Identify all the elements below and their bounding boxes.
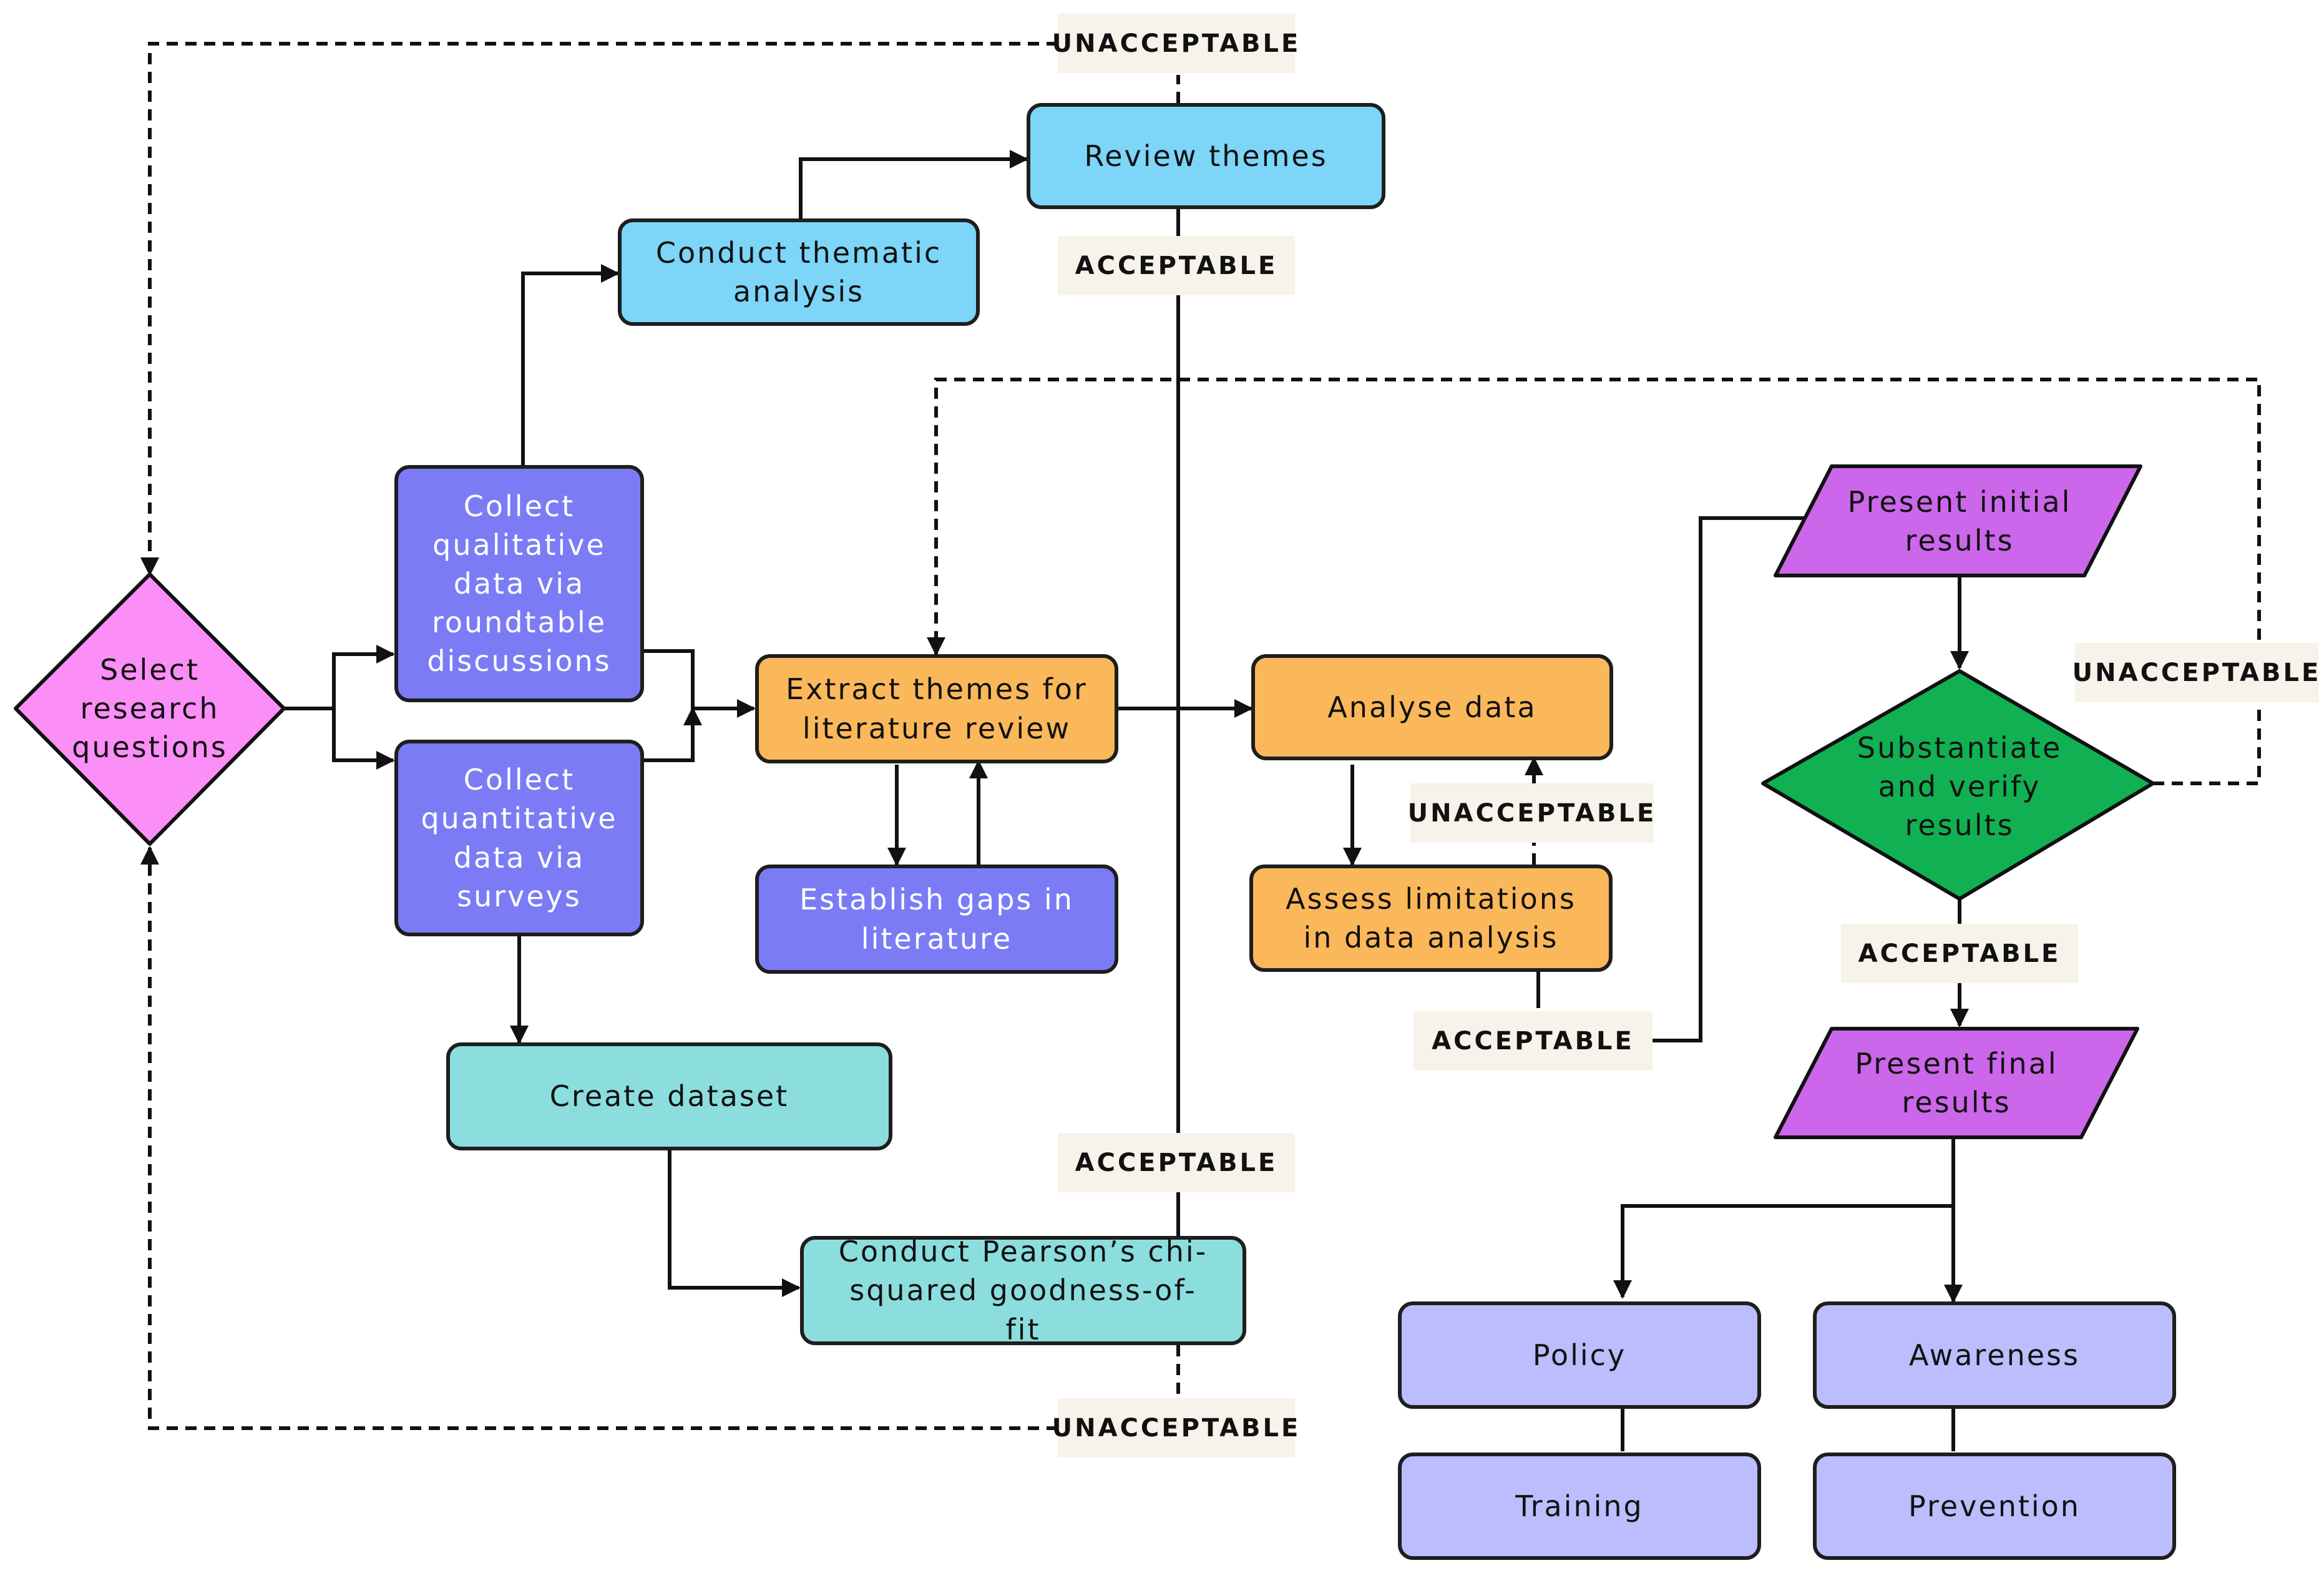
edge-qualitative-to-thematic: [521, 264, 620, 465]
substantiate-diamond: [1761, 669, 2155, 901]
edge-unacceptable-to-extract: [927, 378, 2261, 656]
assess-acceptable-tag: ACCEPTABLE: [1413, 1011, 1653, 1071]
edge-select-to-quantitative: [332, 708, 395, 770]
pearson-chi-squared-box: Conduct Pearson’s chi-squared goodness-o…: [800, 1235, 1246, 1346]
edge-substantiate-unacceptable: [2153, 705, 2261, 785]
select-research-questions-diamond: [14, 572, 286, 846]
review-themes-box: Review themes: [1027, 103, 1385, 209]
bottom-unacceptable-tag: UNACCEPTABLE: [1052, 1398, 1298, 1458]
awareness-box: Awareness: [1813, 1301, 2176, 1409]
present-final-label: Present final results: [1855, 1046, 2058, 1119]
substantiate-label: Substantiate and verify results: [1857, 730, 2063, 843]
review-acceptable-tag: ACCEPTABLE: [1058, 236, 1295, 295]
establish-gaps-box: Establish gaps in literature: [755, 865, 1118, 974]
present-initial-parallelogram: [1774, 464, 2142, 577]
training-box: Training: [1398, 1453, 1761, 1560]
analyse-data-box: Analyse data: [1251, 654, 1613, 760]
edge-bottom-unacceptable-to-select: [140, 846, 1058, 1430]
collect-qualitative-box: Collect qualitative data via roundtable …: [394, 465, 644, 702]
select-research-questions-label: Select research questions: [72, 652, 228, 765]
present-final-parallelogram: [1774, 1027, 2139, 1139]
right-unacceptable-tag: UNACCEPTABLE: [2073, 643, 2318, 702]
extract-themes-box: Extract themes for literature review: [755, 654, 1118, 763]
edge-qualitative-to-extract: [643, 649, 756, 718]
create-dataset-box: Create dataset: [446, 1042, 892, 1150]
edge-thematic-to-review: [799, 150, 1028, 218]
edge-select-to-qualitative: [284, 645, 395, 710]
prevention-box: Prevention: [1813, 1453, 2176, 1560]
present-initial-label: Present initial results: [1847, 484, 2072, 557]
top-unacceptable-tag: UNACCEPTABLE: [1052, 14, 1298, 73]
assess-unacceptable-tag: UNACCEPTABLE: [1408, 783, 1654, 843]
substantiate-acceptable-tag: ACCEPTABLE: [1841, 924, 2078, 983]
pearson-acceptable-tag: ACCEPTABLE: [1058, 1133, 1295, 1192]
edge-top-unacceptable-to-select: [140, 42, 1058, 576]
edge-dataset-to-pearson: [668, 1150, 801, 1297]
policy-box: Policy: [1398, 1301, 1761, 1409]
edge-quantitative-to-extract: [643, 707, 702, 762]
edge-split-to-policy: [1613, 1204, 1953, 1299]
assess-limitations-box: Assess limitations in data analysis: [1249, 865, 1613, 972]
edge-acceptable-to-present-initial: [1653, 509, 1830, 1042]
collect-quantitative-box: Collect quantitative data via surveys: [394, 740, 644, 936]
thematic-analysis-box: Conduct thematic analysis: [618, 218, 980, 326]
